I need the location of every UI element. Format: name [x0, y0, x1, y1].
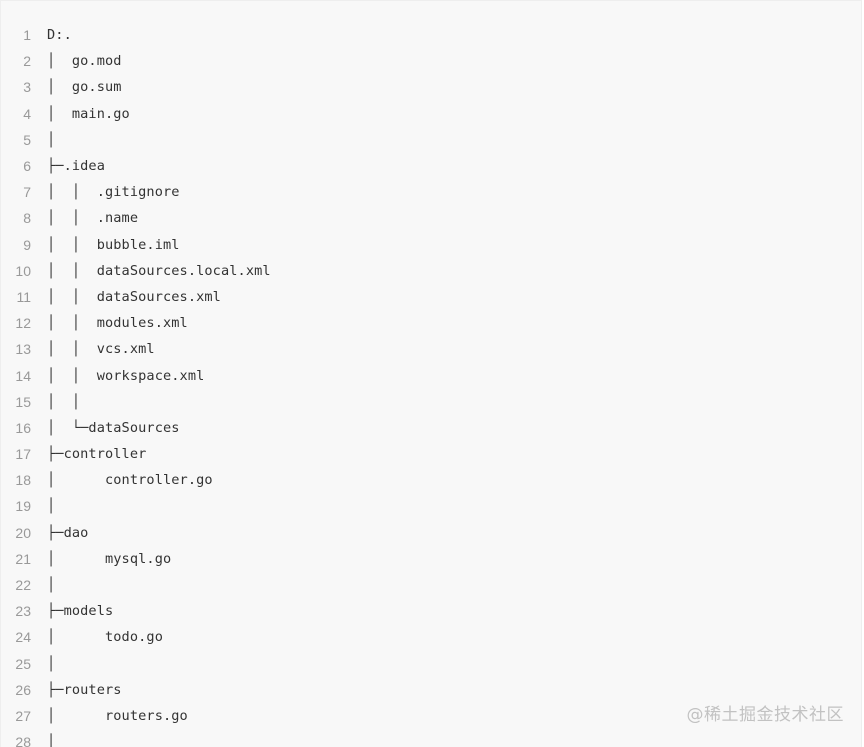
- code-line: 10 │ │ dataSources.local.xml: [1, 258, 861, 284]
- line-number: 12: [15, 315, 31, 332]
- line-text: │: [47, 131, 56, 148]
- line-text: │ │ dataSources.xml: [47, 288, 221, 305]
- code-line: 6 ├─.idea: [1, 153, 861, 179]
- code-line: 4 │ main.go: [1, 101, 861, 127]
- line-number: 5: [23, 131, 31, 148]
- line-text: ├─.idea: [47, 158, 105, 175]
- line-number: 8: [23, 210, 31, 227]
- code-line: 11 │ │ dataSources.xml: [1, 284, 861, 310]
- line-text: │ go.sum: [47, 79, 122, 96]
- code-line: 1 D:.: [1, 22, 861, 48]
- code-line: 7 │ │ .gitignore: [1, 179, 861, 205]
- line-text: │ │ .gitignore: [47, 184, 180, 201]
- line-text: │: [47, 734, 56, 747]
- line-text: │ │ workspace.xml: [47, 367, 205, 384]
- line-text: │ routers.go: [47, 707, 188, 724]
- line-text: │: [47, 498, 56, 515]
- line-text: │ todo.go: [47, 629, 163, 646]
- line-text: ├─routers: [47, 681, 122, 698]
- line-number: 26: [15, 681, 31, 698]
- code-line: 21 │ mysql.go: [1, 546, 861, 572]
- line-number: 22: [15, 577, 31, 594]
- watermark: @稀土掘金技术社区: [686, 705, 844, 725]
- code-line: 18 │ controller.go: [1, 467, 861, 493]
- code-line: 20 ├─dao: [1, 520, 861, 546]
- line-text: │ controller.go: [47, 472, 213, 489]
- line-number: 4: [23, 105, 31, 122]
- line-text: │ │ modules.xml: [47, 315, 188, 332]
- code-line: 25 │: [1, 651, 861, 677]
- line-number: 2: [23, 53, 31, 70]
- line-number: 20: [15, 524, 31, 541]
- line-number: 10: [15, 262, 31, 279]
- code-line: 22 │: [1, 572, 861, 598]
- code-line: 8 │ │ .name: [1, 205, 861, 231]
- line-number: 1: [23, 27, 31, 44]
- line-number: 24: [15, 629, 31, 646]
- line-text: │ │: [47, 393, 81, 410]
- line-text: │ main.go: [47, 105, 130, 122]
- line-number: 19: [15, 498, 31, 515]
- line-text: D:.: [47, 27, 72, 44]
- line-number: 18: [15, 472, 31, 489]
- line-text: │ │ .name: [47, 210, 139, 227]
- line-number: 6: [23, 158, 31, 175]
- code-line: 17 ├─controller: [1, 441, 861, 467]
- code-line: 14 │ │ workspace.xml: [1, 362, 861, 388]
- line-number: 23: [15, 603, 31, 620]
- code-line: 24 │ todo.go: [1, 624, 861, 650]
- code-line: 5│: [1, 127, 861, 153]
- line-text: │: [47, 577, 56, 594]
- line-number: 13: [15, 341, 31, 358]
- code-line: 9 │ │ bubble.iml: [1, 232, 861, 258]
- line-text: │ mysql.go: [47, 550, 172, 567]
- line-number: 28: [15, 734, 31, 747]
- code-line: 2 │ go.mod: [1, 48, 861, 74]
- line-text: │ │ vcs.xml: [47, 341, 155, 358]
- code-line: 19 │: [1, 493, 861, 519]
- line-number: 17: [15, 446, 31, 463]
- code-line: 12 │ │ modules.xml: [1, 310, 861, 336]
- line-number: 9: [23, 236, 31, 253]
- code-line: 13 │ │ vcs.xml: [1, 336, 861, 362]
- line-text: │ go.mod: [47, 53, 122, 70]
- code-line: 23 ├─models: [1, 598, 861, 624]
- line-text: │ │ dataSources.local.xml: [47, 262, 271, 279]
- line-number: 14: [15, 367, 31, 384]
- line-number: 3: [23, 79, 31, 96]
- code-line: 27 │ routers.go: [1, 703, 861, 729]
- line-number: 15: [15, 393, 31, 410]
- line-number: 21: [15, 550, 31, 567]
- code-line: 15 │ │: [1, 389, 861, 415]
- line-text: ├─controller: [47, 446, 147, 463]
- line-number: 7: [23, 184, 31, 201]
- code-line: 28 │: [1, 729, 861, 747]
- line-text: ├─dao: [47, 524, 89, 541]
- code-line: 16 │ └─dataSources: [1, 415, 861, 441]
- line-number: 11: [16, 288, 31, 305]
- code-line: 26 ├─routers: [1, 677, 861, 703]
- line-text: │ │ bubble.iml: [47, 236, 180, 253]
- code-line: 3 │ go.sum: [1, 74, 861, 100]
- line-text: ├─models: [47, 603, 114, 620]
- line-number: 25: [15, 655, 31, 672]
- line-text: │ └─dataSources: [47, 419, 180, 436]
- line-number: 27: [15, 707, 31, 724]
- line-number: 16: [15, 419, 31, 436]
- line-text: │: [47, 655, 56, 672]
